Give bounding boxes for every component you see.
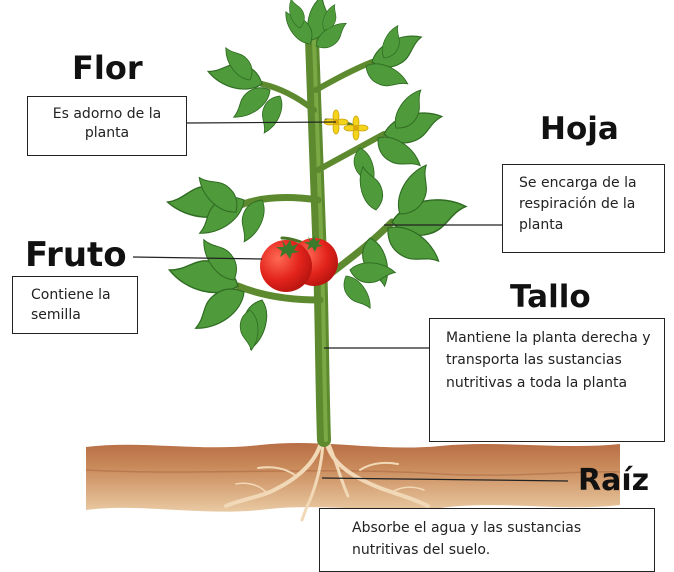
hoja-description-text: Se encarga de la respiración de la plant… xyxy=(519,175,637,233)
raiz-description: Absorbe el agua y las sustancias nutriti… xyxy=(319,508,655,572)
roots xyxy=(224,436,430,522)
flor-title: Flor xyxy=(72,49,143,87)
flor-description-text: Es adorno de la planta xyxy=(52,106,162,141)
fruto-pointer-line xyxy=(132,256,263,260)
tallo-description-text: Mantiene la planta derecha y transporta … xyxy=(446,330,651,391)
fruto-description-text: Contiene la semilla xyxy=(31,287,111,324)
raiz-pointer-line xyxy=(321,477,569,482)
tomatoes xyxy=(260,236,338,292)
raiz-description-text: Absorbe el agua y las sustancias nutriti… xyxy=(352,520,582,559)
flowers xyxy=(323,109,369,141)
soil xyxy=(86,442,620,512)
tallo-description: Mantiene la planta derecha y transporta … xyxy=(429,318,665,442)
raiz-title: Raíz xyxy=(578,463,650,498)
fruto-description: Contiene la semilla xyxy=(12,276,138,334)
fruto-title: Fruto xyxy=(25,235,127,275)
hoja-title: Hoja xyxy=(540,111,619,147)
hoja-description: Se encarga de la respiración de la plant… xyxy=(502,164,665,253)
flor-description: Es adorno de la planta xyxy=(27,96,187,156)
tallo-title: Tallo xyxy=(510,279,591,315)
pointer-lines xyxy=(132,121,569,482)
flor-pointer-line xyxy=(186,121,337,124)
